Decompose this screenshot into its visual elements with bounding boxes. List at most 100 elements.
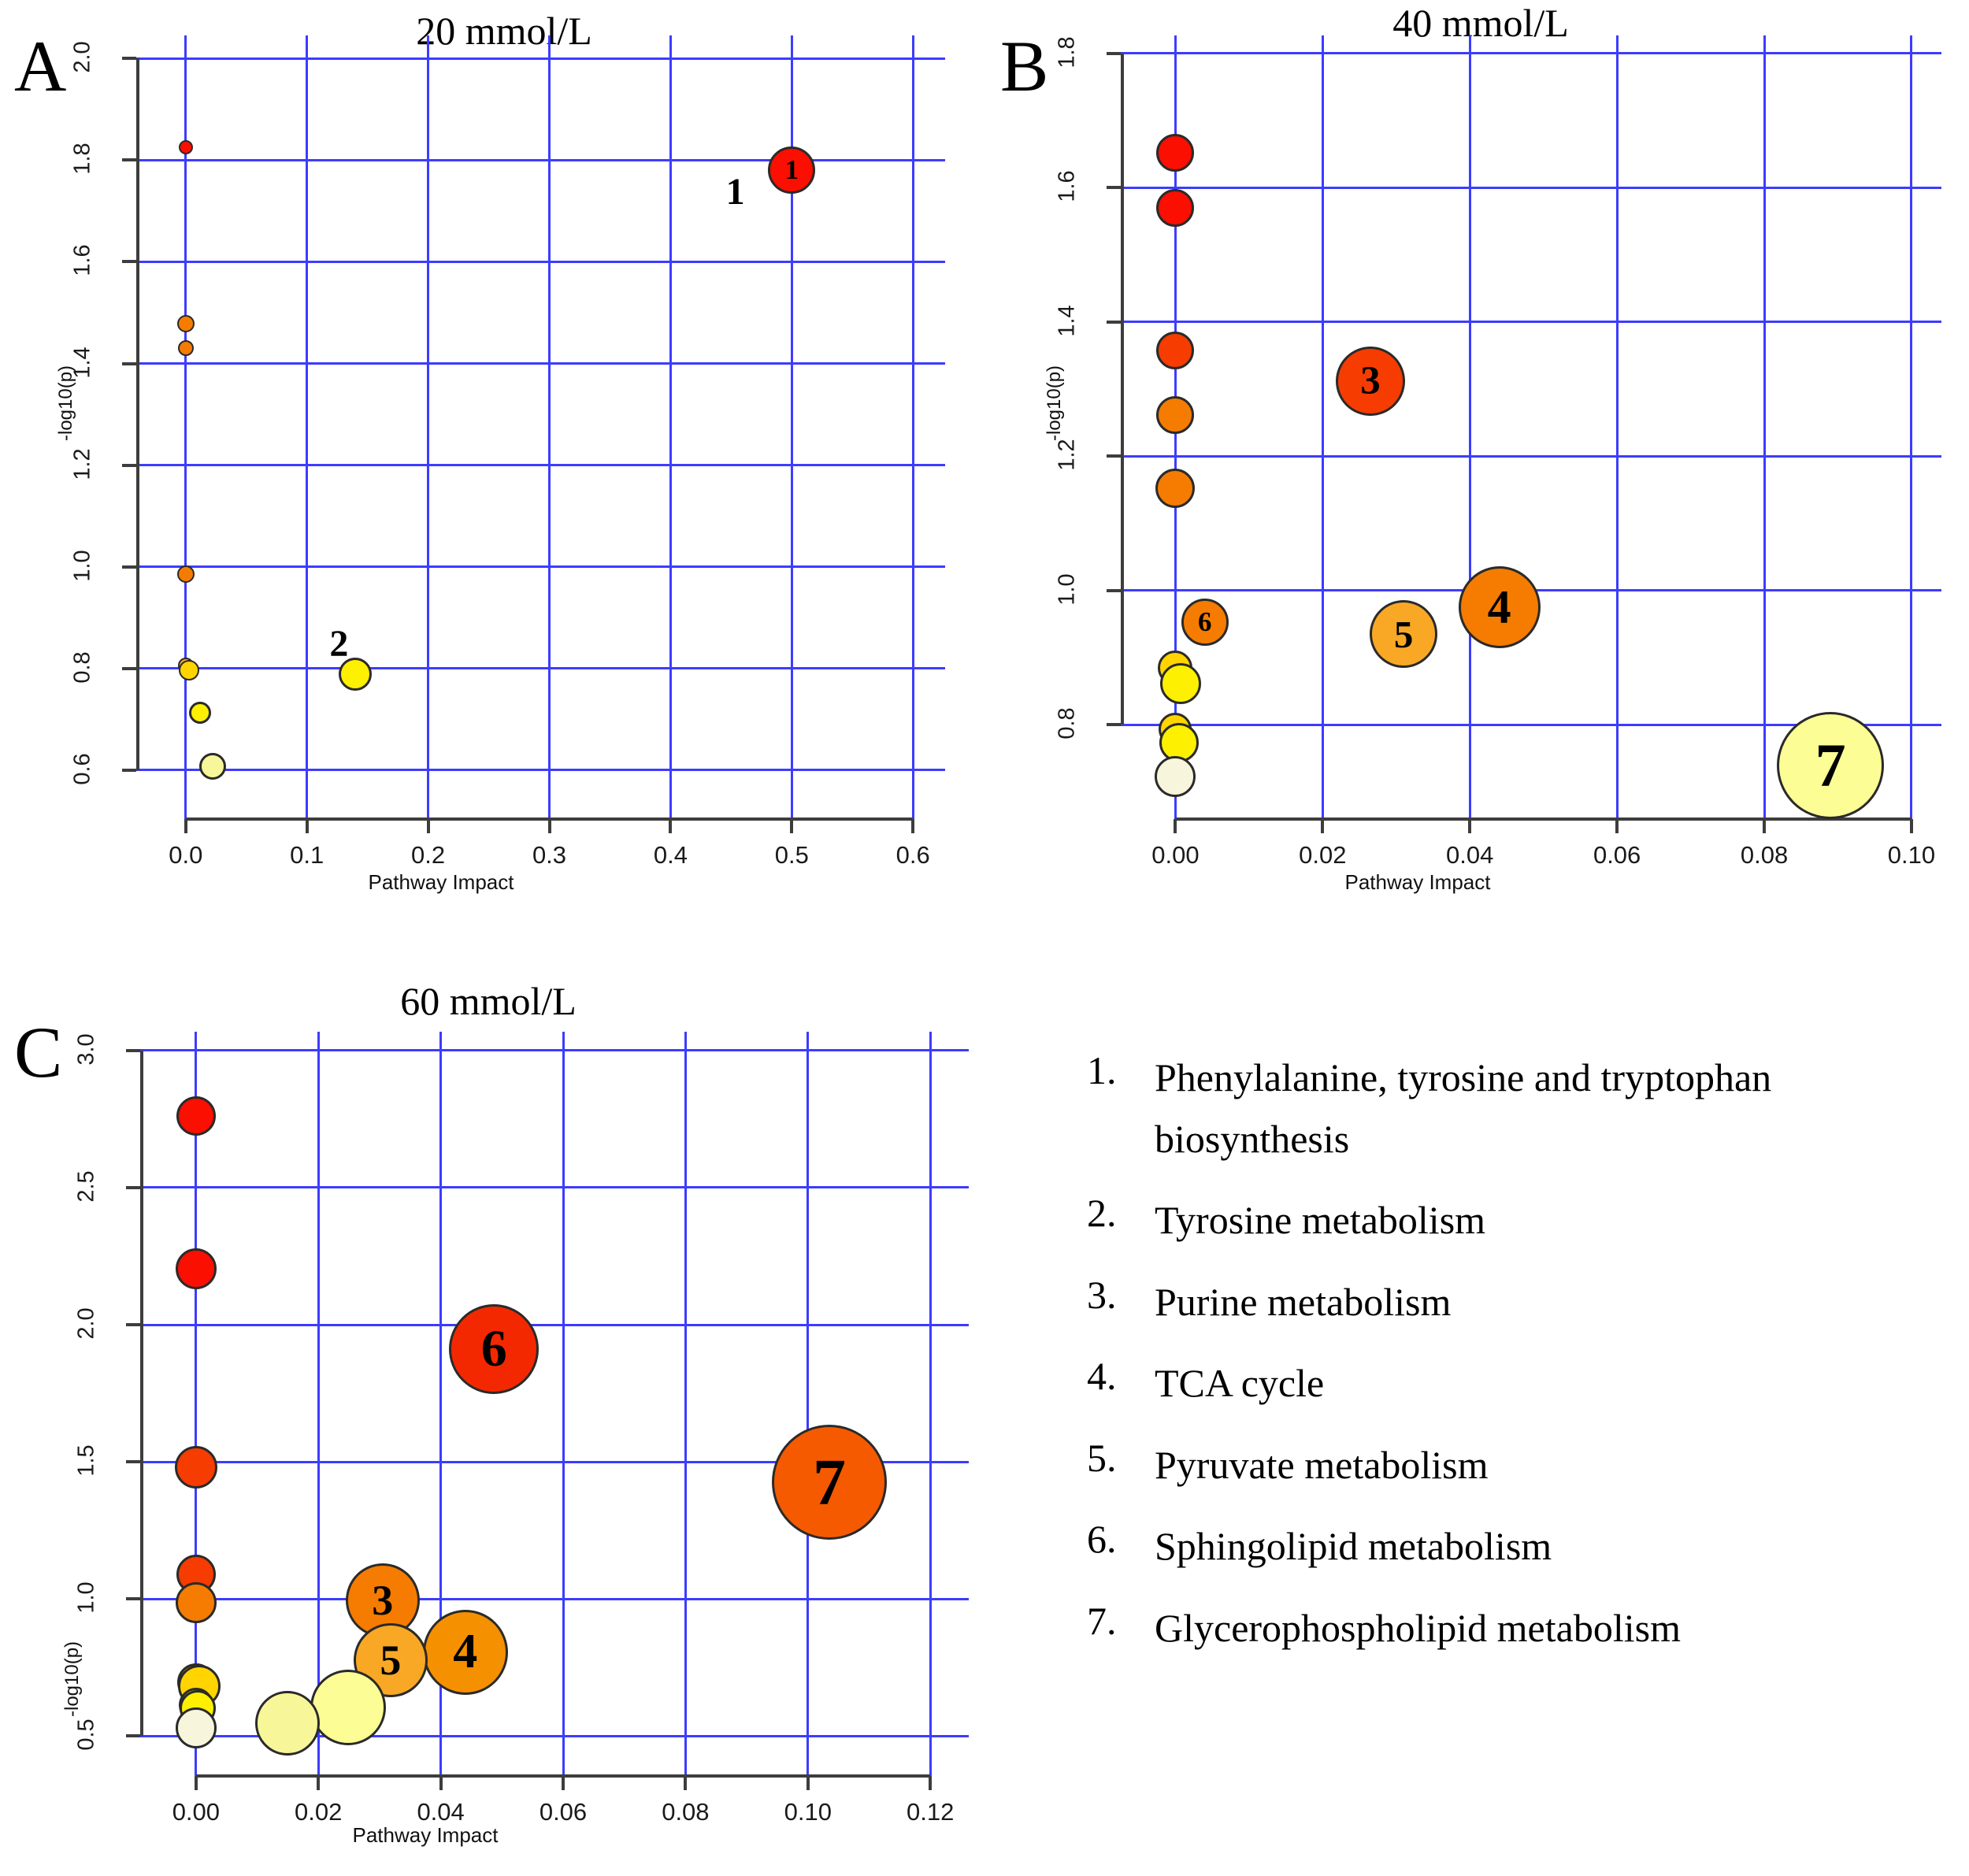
x-axis-tick	[790, 819, 794, 833]
pathway-bubble[interactable]	[178, 140, 193, 155]
legend-item-label: Sphingolipid metabolism	[1155, 1524, 1552, 1568]
pathway-bubble[interactable]	[1156, 188, 1195, 227]
panel-a-xlabel: Pathway Impact	[368, 870, 514, 894]
y-axis-tick	[1107, 588, 1121, 592]
gridline-horizontal	[134, 260, 945, 263]
pathway-bubble[interactable]: 6	[1181, 599, 1229, 646]
pathway-bubble[interactable]: 6	[449, 1303, 540, 1394]
pathway-bubble[interactable]	[177, 340, 194, 357]
gridline-vertical	[548, 35, 551, 827]
pathway-bubble[interactable]	[176, 315, 195, 333]
x-axis-tick	[1615, 819, 1619, 833]
y-axis-tick	[126, 1460, 140, 1464]
y-axis-tick-label: 2.5	[73, 1170, 99, 1203]
legend-item-label: TCA cycle	[1155, 1361, 1325, 1405]
gridline-horizontal	[138, 1734, 969, 1737]
y-axis-tick	[122, 361, 136, 365]
gridline-horizontal	[138, 1186, 969, 1189]
y-axis-tick	[126, 1323, 140, 1326]
gridline-horizontal	[134, 464, 945, 467]
gridline-vertical	[306, 35, 309, 827]
pathway-legend: 1. Phenylalanine, tyrosine and tryptopha…	[1087, 1047, 1953, 1679]
pathway-bubble[interactable]	[1155, 469, 1196, 509]
legend-item-label: Pyruvate metabolism	[1155, 1442, 1489, 1487]
pathway-bubble[interactable]	[339, 658, 373, 691]
pathway-bubble[interactable]	[176, 565, 195, 584]
pathway-bubble[interactable]: 7	[1777, 711, 1885, 819]
y-axis-tick-label: 1.5	[73, 1444, 99, 1477]
y-axis-tick-label: 1.4	[69, 346, 95, 379]
pathway-bubble[interactable]	[1159, 662, 1201, 704]
y-axis-tick	[1107, 723, 1121, 727]
gridline-vertical	[1615, 35, 1619, 827]
gridline-vertical	[1910, 35, 1913, 827]
x-axis-tick	[929, 1776, 933, 1790]
gridline-vertical	[317, 1032, 320, 1784]
pathway-bubble[interactable]: 4	[1458, 566, 1541, 649]
pathway-bubble[interactable]	[198, 753, 226, 780]
x-axis-tick	[184, 819, 187, 833]
gridline-horizontal	[138, 1049, 969, 1052]
pathway-bubble[interactable]	[175, 1707, 217, 1748]
y-axis-tick	[122, 768, 136, 772]
y-axis-tick-label: 1.4	[1054, 305, 1080, 337]
x-axis-tick-label: 0.02	[295, 1798, 343, 1826]
gridline-horizontal	[1118, 321, 1941, 324]
pathway-bubble[interactable]	[1156, 133, 1195, 172]
legend-item: 4. TCA cycle	[1087, 1353, 1953, 1414]
panel-a-title: 20 mmol/L	[416, 9, 592, 53]
gridline-horizontal	[134, 769, 945, 772]
x-axis-tick-label: 0.04	[417, 1798, 465, 1826]
pathway-bubble[interactable]: 1	[768, 146, 816, 195]
y-axis-tick-label: 2.0	[69, 41, 95, 74]
y-axis-tick	[1107, 51, 1121, 55]
pathway-bubble[interactable]	[310, 1669, 386, 1745]
pathway-bubble[interactable]	[175, 1582, 217, 1624]
legend-item: 5. Pyruvate metabolism	[1087, 1435, 1953, 1496]
x-axis-tick-label: 0.5	[774, 841, 809, 869]
y-axis-tick	[122, 666, 136, 670]
gridline-horizontal	[1118, 454, 1941, 458]
x-axis-tick	[684, 1776, 688, 1790]
y-axis-tick-label: 1.2	[69, 447, 95, 480]
pathway-bubble[interactable]	[1156, 331, 1195, 369]
pathway-bubble[interactable]	[174, 1446, 217, 1489]
pathway-bubble[interactable]: 5	[1370, 600, 1438, 669]
gridline-vertical	[1763, 35, 1766, 827]
x-axis-tick-label: 0.06	[1593, 841, 1641, 869]
pathway-bubble[interactable]	[176, 1096, 216, 1136]
gridline-horizontal	[134, 158, 945, 161]
legend-item-number: 4.	[1087, 1354, 1117, 1398]
x-axis-tick-label: 0.08	[662, 1798, 710, 1826]
y-axis-tick	[122, 158, 136, 162]
panel-a-letter: A	[14, 26, 67, 106]
panel-b-xlabel: Pathway Impact	[1344, 870, 1491, 894]
pathway-bubble[interactable]	[189, 702, 212, 725]
gridline-vertical	[807, 1032, 810, 1784]
pathway-bubble[interactable]	[255, 1691, 321, 1756]
pathway-bubble[interactable]: 3	[1336, 346, 1406, 416]
pathway-bubble[interactable]: 7	[771, 1425, 887, 1540]
y-axis-tick	[1107, 454, 1121, 458]
pathway-bubble[interactable]	[1156, 395, 1195, 434]
y-axis-tick	[126, 1734, 140, 1738]
gridline-horizontal	[1118, 52, 1941, 55]
legend-item: 2. Tyrosine metabolism	[1087, 1190, 1953, 1251]
x-axis-tick	[439, 1776, 443, 1790]
pathway-bubble[interactable]	[179, 659, 200, 680]
pathway-bubble[interactable]	[1155, 756, 1196, 798]
pathway-bubble[interactable]	[175, 1248, 217, 1289]
legend-item-label: Tyrosine metabolism	[1155, 1198, 1486, 1242]
x-axis-tick	[911, 819, 915, 833]
gridline-horizontal	[134, 667, 945, 670]
y-axis-tick-label: 0.8	[1054, 707, 1080, 740]
y-axis-line	[136, 58, 139, 770]
pathway-bubble[interactable]: 5	[353, 1623, 428, 1698]
x-axis-tick	[562, 1776, 565, 1790]
y-axis-tick	[1107, 320, 1121, 324]
y-axis-tick	[122, 565, 136, 569]
gridline-horizontal	[1118, 186, 1941, 189]
pathway-bubble[interactable]: 4	[422, 1609, 508, 1695]
y-axis-tick-label: 1.0	[73, 1581, 99, 1614]
